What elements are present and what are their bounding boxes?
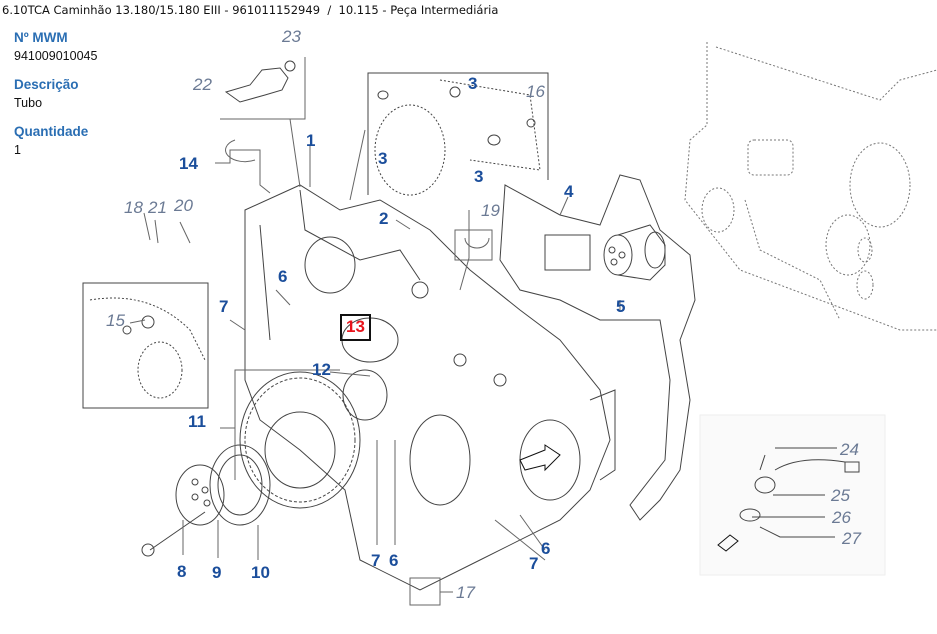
callout-4[interactable]: 4: [564, 182, 574, 201]
mwm-label: Nº MWM: [14, 30, 68, 45]
detail-inset-left: [82, 282, 209, 409]
callout-3[interactable]: 3: [468, 74, 478, 93]
callout-2[interactable]: 2: [379, 209, 389, 228]
callout-25[interactable]: 25: [831, 486, 850, 505]
callout-6[interactable]: 6: [278, 267, 288, 286]
callout-7[interactable]: 7: [529, 554, 539, 573]
selected-callout-box: [340, 314, 371, 341]
pressure-sensor: [224, 60, 296, 103]
callout-14[interactable]: 14: [179, 154, 198, 173]
callout-12[interactable]: 12: [312, 360, 331, 379]
detail-inset-sensor: [699, 414, 886, 576]
callout-22[interactable]: 22: [193, 75, 212, 94]
quantity-label: Quantidade: [14, 124, 89, 139]
engine-block-outline: [684, 42, 937, 331]
callout-7[interactable]: 7: [219, 297, 229, 316]
callout-8[interactable]: 8: [177, 562, 187, 581]
callout-3[interactable]: 3: [378, 149, 388, 168]
callout-13-selected[interactable]: 13: [346, 317, 365, 336]
callout-6[interactable]: 6: [541, 539, 551, 558]
callout-18[interactable]: 18: [124, 198, 143, 217]
callout-19[interactable]: 19: [481, 201, 500, 220]
page-title: 6.10TCA Caminhão 13.180/15.180 EIII - 96…: [2, 3, 499, 17]
callout-9[interactable]: 9: [212, 563, 222, 582]
leader-lines: [129, 57, 621, 606]
callout-16[interactable]: 16: [526, 82, 545, 101]
water-pump: [603, 224, 666, 281]
callout-10[interactable]: 10: [251, 563, 270, 582]
callout-20[interactable]: 20: [174, 196, 193, 215]
mwm-value: 941009010045: [14, 49, 98, 63]
idler-gear: [239, 369, 388, 509]
callout-15[interactable]: 15: [106, 311, 125, 330]
gasket-outline: [499, 174, 696, 521]
quantity-value: 1: [14, 143, 21, 157]
washer-plate-bolt: [141, 444, 271, 557]
callout-24[interactable]: 24: [840, 440, 859, 459]
callout-23[interactable]: 23: [282, 27, 301, 46]
callout-5[interactable]: 5: [616, 297, 626, 316]
callout-17[interactable]: 17: [456, 583, 475, 602]
description-label: Descrição: [14, 77, 79, 92]
callout-3[interactable]: 3: [474, 167, 484, 186]
callout-21[interactable]: 21: [148, 198, 167, 217]
timing-cover-housing: [244, 184, 616, 591]
description-value: Tubo: [14, 96, 43, 110]
part-info-panel: Nº MWM 941009010045 Descrição Tubo Quant…: [14, 30, 174, 171]
callout-6[interactable]: 6: [389, 551, 399, 570]
callout-11[interactable]: 11: [188, 412, 206, 431]
callout-7[interactable]: 7: [371, 551, 381, 570]
callout-27[interactable]: 27: [842, 529, 861, 548]
callout-26[interactable]: 26: [832, 508, 851, 527]
detail-inset-top: [367, 72, 549, 196]
callout-1[interactable]: 1: [306, 131, 316, 150]
